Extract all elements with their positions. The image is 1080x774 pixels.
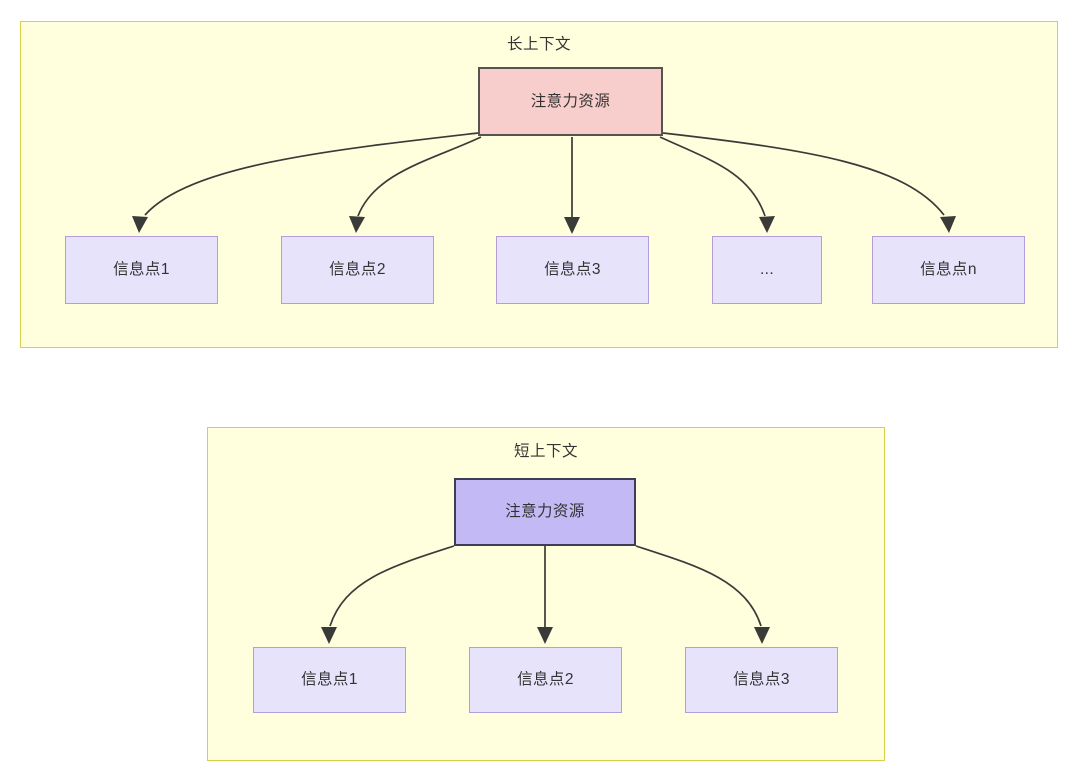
panel-short-context-title: 短上下文 [513,443,578,460]
node-long-context-info-point-n[interactable]: 信息点n [872,236,1025,304]
node-long-context-info-point-3[interactable]: 信息点3 [496,236,649,304]
node-short-context-attention-resource[interactable]: 注意力资源 [454,478,636,546]
panel-long-context-title: 长上下文 [506,36,571,53]
node-long-context-info-point-ellipsis[interactable]: ... [712,236,822,304]
node-short-context-info-point-3[interactable]: 信息点3 [685,647,838,713]
node-short-context-info-point-2[interactable]: 信息点2 [469,647,622,713]
node-long-context-attention-resource[interactable]: 注意力资源 [478,67,663,136]
node-short-context-info-point-1[interactable]: 信息点1 [253,647,406,713]
node-long-context-info-point-2[interactable]: 信息点2 [281,236,434,304]
node-long-context-info-point-1[interactable]: 信息点1 [65,236,218,304]
